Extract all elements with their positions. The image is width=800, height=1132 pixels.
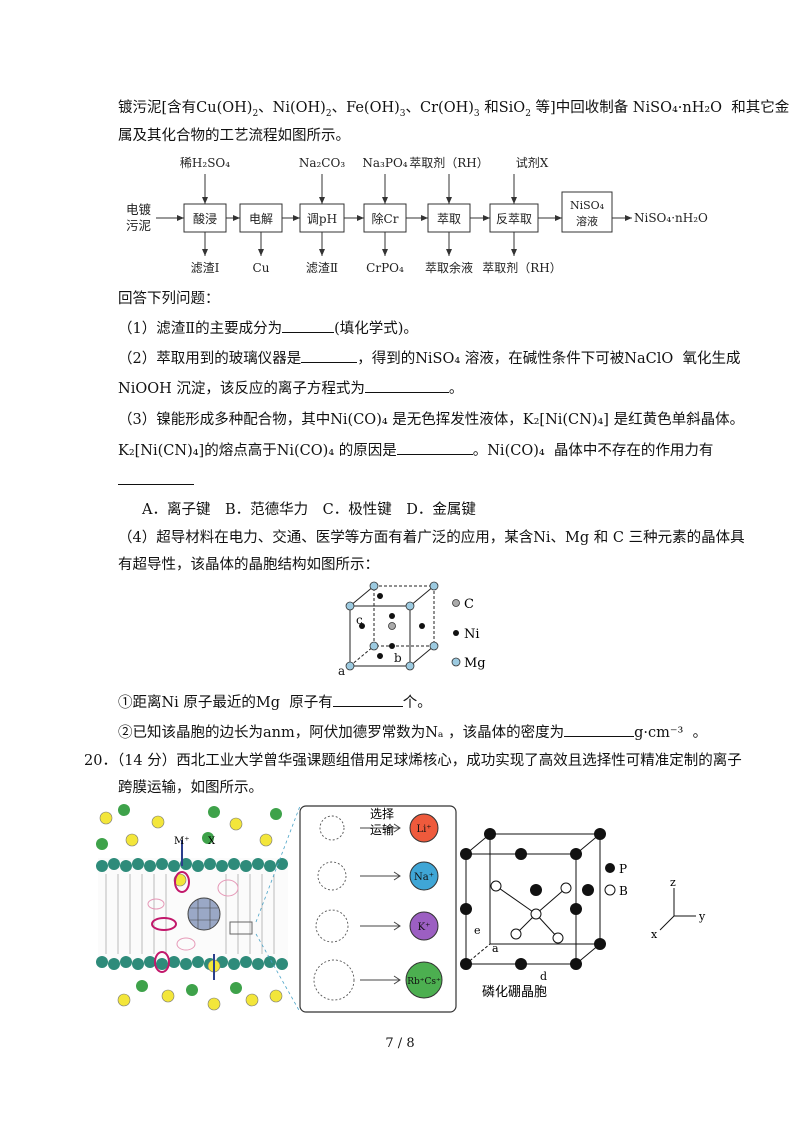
output-crpo4: CrPO₄	[366, 261, 404, 275]
input-na3po4: Na₃PO₄	[362, 156, 407, 170]
membrane-label-x: X	[208, 836, 216, 847]
question-3-line-1: （3）镍能形成多种配合物，其中Ni(CO)₄ 是无色挥发性液体，K₂[Ni(CN…	[118, 412, 745, 428]
answer-blank[interactable]	[301, 348, 358, 363]
ion-li: Li⁺	[416, 824, 431, 835]
question-2-line-2: NiOOH 沉淀，该反应的离子方程式为。	[118, 378, 463, 399]
step-box-electrolysis	[239, 203, 283, 233]
answer-blank[interactable]	[282, 318, 335, 333]
input-acid: 稀H₂SO₄	[180, 156, 230, 170]
cell-label-a: a	[338, 664, 345, 678]
step-label-ph: 调pH	[307, 212, 337, 226]
answer-blank[interactable]	[332, 692, 403, 707]
lattice-label-a: a	[492, 942, 499, 955]
step-label-niso4-2: 溶液	[576, 214, 598, 228]
cell-label-c: c	[356, 613, 363, 627]
step-label-acid: 酸浸	[193, 211, 217, 226]
question-4-line-2: 有超导性，该晶体的晶胞结构如图所示：	[118, 557, 379, 573]
question-20-line-2: 跨膜运输，如图所示。	[118, 780, 263, 796]
step-label-extract: 萃取	[437, 212, 461, 226]
ion-transport-figure: M⁺ X 选择 运输 Li⁺ Na⁺ K⁺ Rb⁺Cs⁺	[96, 804, 706, 1013]
axis-z: z	[670, 876, 676, 889]
process-flowchart: 电镀 污泥 酸浸 电解 调pH 除Cr 萃取 反	[126, 155, 708, 275]
answer-blank[interactable]	[396, 440, 473, 455]
legend-b: B	[619, 884, 628, 898]
answer-prompt: 回答下列问题：	[118, 291, 220, 307]
lattice-label-e: e	[474, 924, 481, 937]
legend-ni-icon	[453, 630, 459, 636]
legend-c: C	[464, 597, 474, 612]
intro-line-2: 属及其化合物的工艺流程如图所示。	[118, 128, 350, 144]
step-box-extract	[427, 203, 471, 233]
flow-product: NiSO₄·nH₂O	[634, 211, 708, 225]
answer-blank[interactable]	[364, 378, 449, 393]
question-4-line-1: （4）超导材料在电力、交通、医学等方面有着广泛的应用，某含Ni、Mg 和 C 三…	[118, 530, 745, 546]
step-label-electrolysis: 电解	[249, 212, 273, 226]
membrane-label-m: M⁺	[174, 836, 190, 847]
nimgc-unit-cell-diagram: a b c C Ni Mg	[338, 581, 486, 678]
answer-blank[interactable]	[564, 722, 635, 737]
ion-selection-panel: 选择 运输 Li⁺ Na⁺ K⁺ Rb⁺Cs⁺	[299, 805, 457, 1013]
question-4-1: ①距离Ni 原子最近的Mg 原子有个。	[118, 692, 432, 713]
cell-label-b: b	[394, 651, 402, 665]
question-3-line-3	[118, 470, 194, 491]
legend-ni: Ni	[464, 627, 480, 642]
question-2-line-1: （2）萃取用到的玻璃仪器是，得到的NiSO₄ 溶液，在碱性条件下可被NaClO …	[118, 348, 740, 369]
lattice-caption: 磷化硼晶胞	[482, 985, 547, 1000]
output-cu: Cu	[253, 261, 270, 275]
selection-label-1: 选择	[370, 807, 394, 821]
flow-start-2: 污泥	[126, 218, 151, 233]
step-label-back-extract: 反萃取	[496, 212, 532, 226]
question-20-line-1: 20．（14 分）西北工业大学曾华强课题组借用足球烯核心，成功实现了高效且选择性…	[84, 753, 742, 769]
output-residue-2: 滤渣Ⅱ	[306, 261, 338, 275]
legend-mg-icon	[451, 657, 461, 667]
output-extractant: 萃取剂（RH）	[482, 260, 562, 275]
lattice-label-d: d	[540, 970, 547, 983]
answer-blank[interactable]	[118, 470, 194, 485]
input-na2co3: Na₂CO₃	[299, 156, 345, 170]
question-3-options: A．离子键 B．范德华力 C．极性键 D．金属键	[142, 502, 476, 518]
page-number: 7 / 8	[385, 1036, 415, 1051]
step-label-niso4-1: NiSO₄	[570, 199, 605, 212]
question-1: （1）滤渣Ⅱ的主要成分为(填化学式)。	[118, 318, 418, 339]
step-box-cr	[363, 203, 407, 233]
axis-y: y	[698, 910, 706, 923]
output-residue-1: 滤渣Ⅰ	[191, 261, 220, 275]
legend-p-icon	[605, 863, 615, 873]
input-extractant: 萃取剂（RH）	[409, 155, 489, 170]
step-label-cr: 除Cr	[372, 211, 399, 226]
step-box-acid	[183, 203, 227, 233]
step-box-back-extract	[489, 203, 539, 233]
flow-start-1: 电镀	[126, 202, 152, 217]
intro-line-1: 镀污泥[含有Cu(OH)2、Ni(OH)2、Fe(OH)3、Cr(OH)3 和S…	[118, 100, 790, 119]
ion-rb-cs: Rb⁺Cs⁺	[407, 977, 441, 987]
input-reagent-x: 试剂X	[516, 155, 549, 170]
question-3-line-2: K₂[Ni(CN)₄]的熔点高于Ni(CO)₄ 的原因是。Ni(CO)₄ 晶体中…	[118, 440, 713, 461]
membrane-diagram: M⁺ X	[96, 804, 288, 1011]
legend-c-icon	[452, 599, 460, 607]
selection-label-2: 运输	[370, 822, 394, 837]
ion-na: Na⁺	[414, 872, 434, 883]
ion-k: K⁺	[418, 922, 431, 933]
step-box-ph	[299, 203, 345, 233]
legend-b-icon	[604, 884, 616, 896]
legend-p: P	[619, 862, 627, 876]
bp-lattice-diagram: a d e 磷化硼晶胞 P B z y x	[460, 828, 706, 1000]
step-box-niso4	[561, 191, 613, 233]
axis-x: x	[651, 928, 658, 941]
output-raffinate: 萃取余液	[425, 260, 473, 275]
legend-mg: Mg	[464, 656, 486, 671]
